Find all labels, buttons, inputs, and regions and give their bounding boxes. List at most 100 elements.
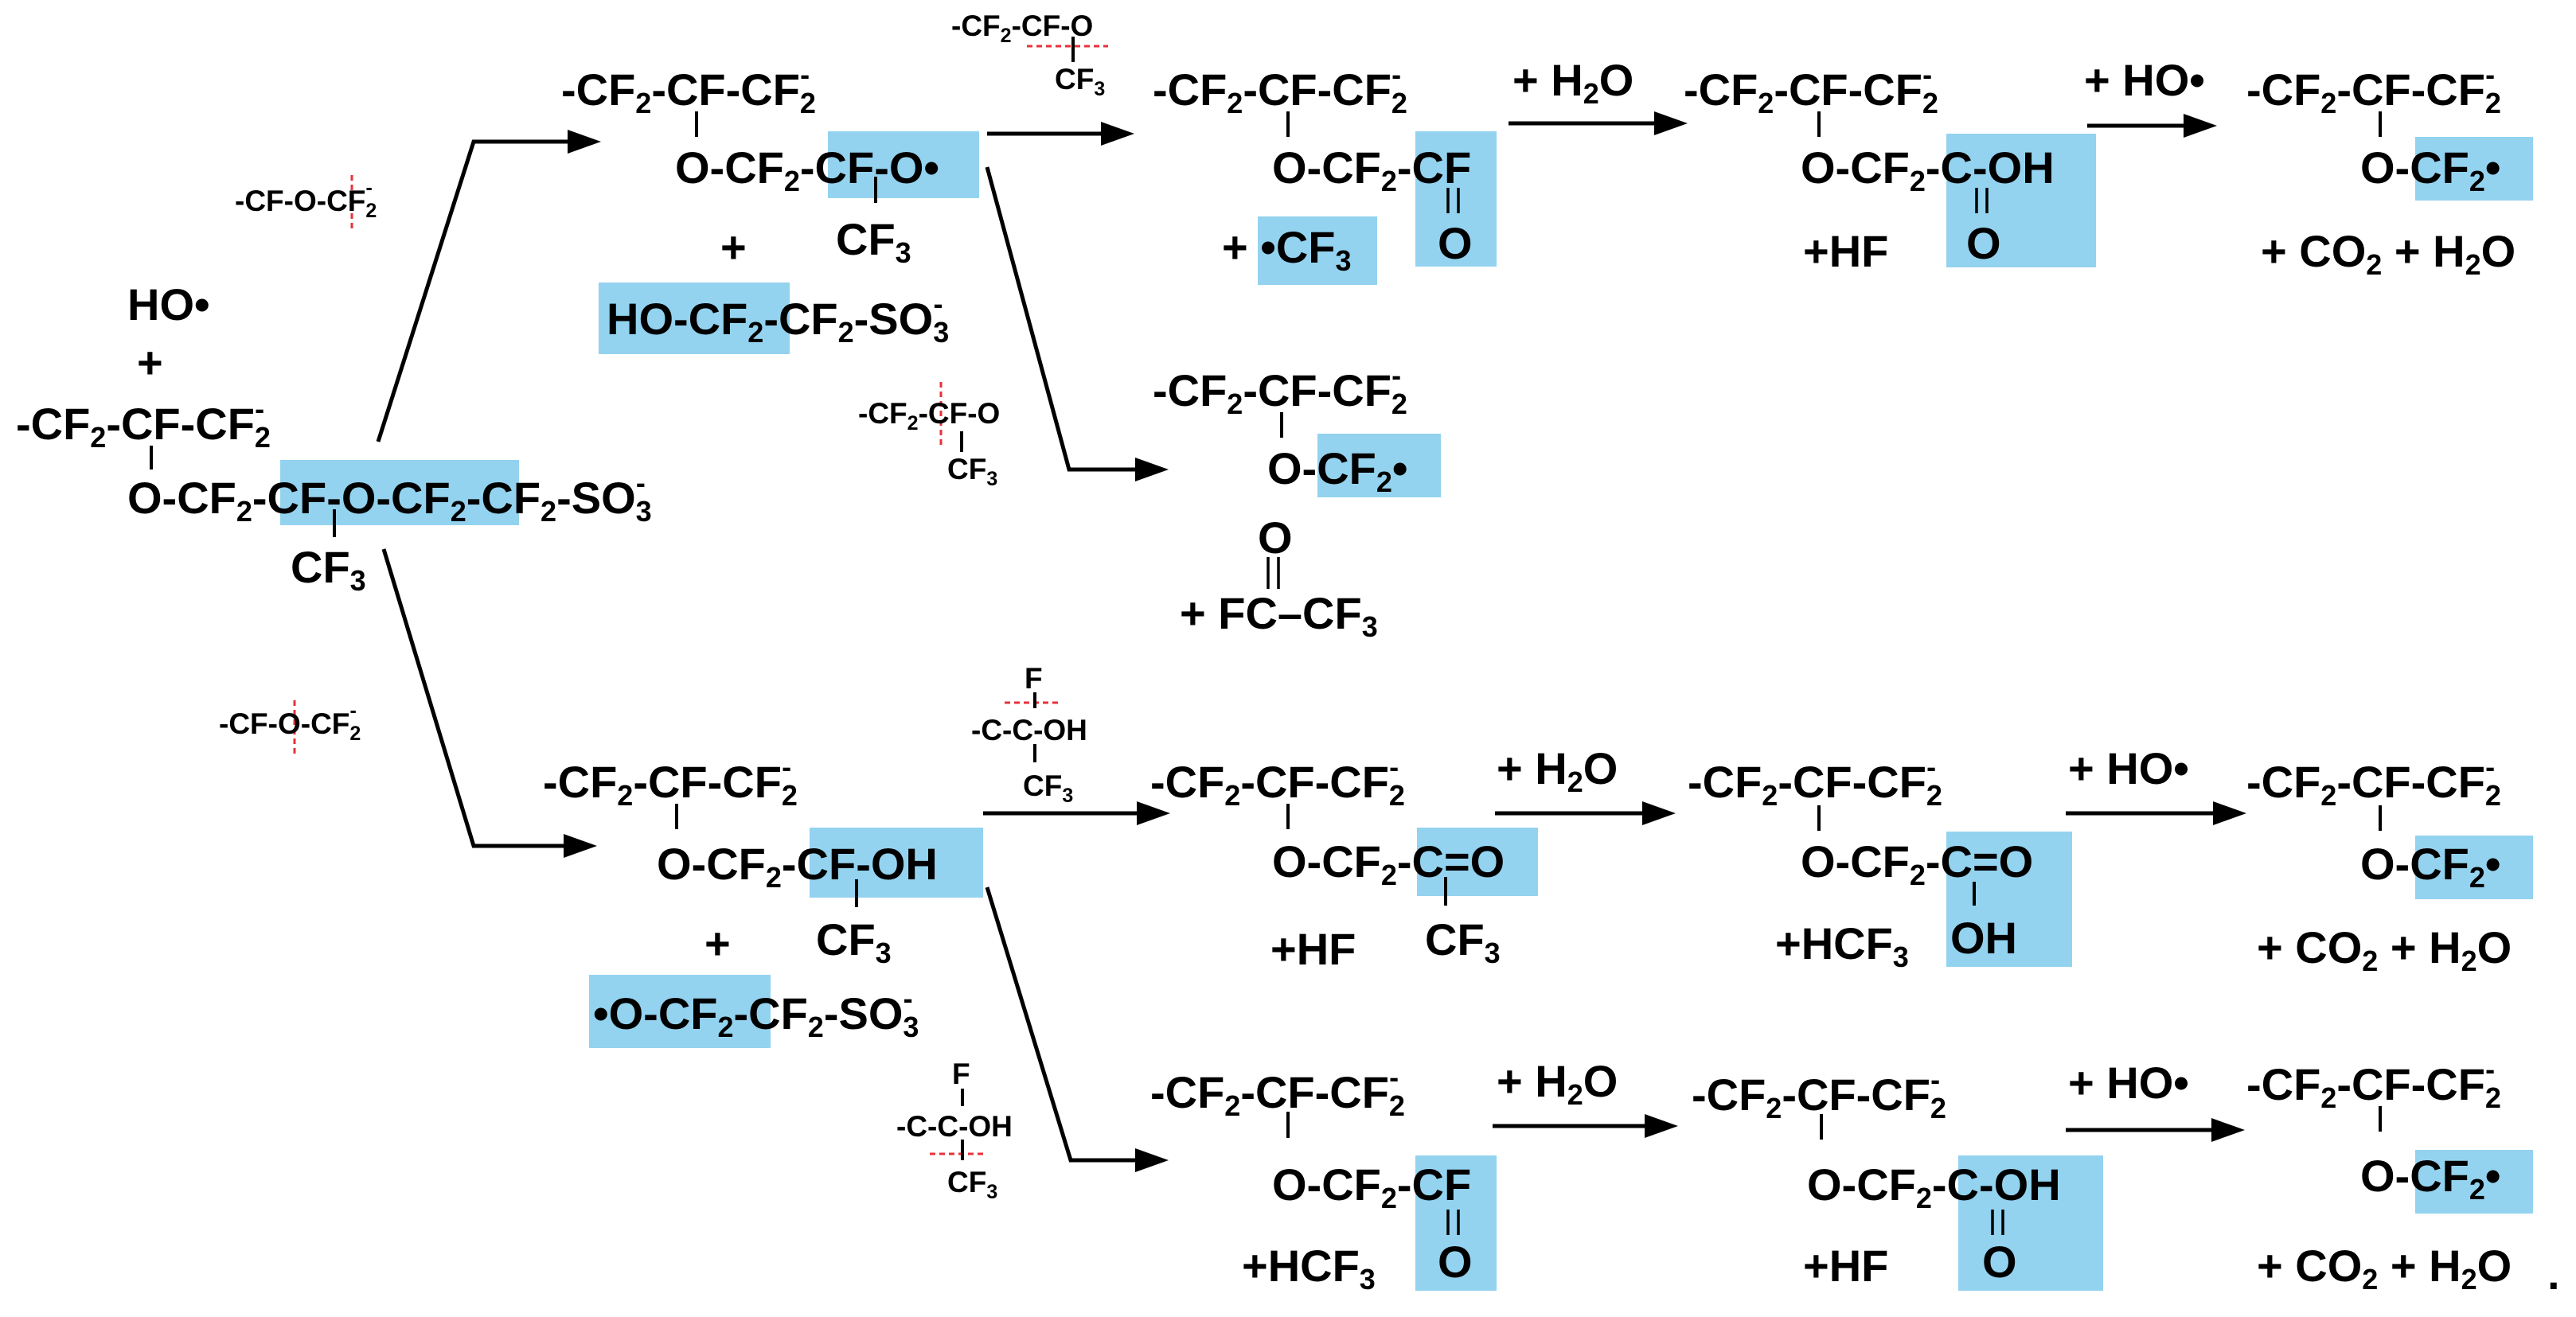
svg-text:O: O	[1982, 1237, 2017, 1287]
svg-text:O-CF2-C-OH: O-CF2-C-OH	[1801, 142, 2055, 197]
acid-product: + H2O -CF2-CF-CF2- O-CF2-C-OH O +HF	[1512, 55, 2055, 276]
svg-text:F: F	[1025, 662, 1043, 695]
highlight-boxes	[280, 131, 2533, 1291]
svg-text:-CF2-CF-CF2-: -CF2-CF-CF2-	[1153, 58, 1407, 119]
hl-acyl-group-2	[1415, 1155, 1497, 1291]
svg-text:O-CF2•: O-CF2•	[1267, 443, 1408, 498]
hl-acyl-group	[1415, 131, 1497, 267]
svg-text:O-CF2-CF: O-CF2-CF	[1272, 142, 1471, 197]
svg-text:O-CF2•: O-CF2•	[2360, 142, 2501, 197]
svg-text:F: F	[952, 1058, 970, 1090]
plus-sign: +	[704, 918, 731, 968]
terminal-period: .	[2547, 1249, 2560, 1299]
acyl-fluoride-product-2: -CF2-CF-CF2- O-CF2-CF O +HCF3	[1150, 1061, 1473, 1296]
svg-text:O-CF2-C=O: O-CF2-C=O	[1801, 836, 2033, 891]
svg-text:-CF2-CF-CF2-: -CF2-CF-CF2-	[561, 58, 816, 119]
hydroxyl-reagent: + HO•	[2068, 1058, 2189, 1108]
cut-label-d: F -C-C-OH CF3	[896, 1058, 1013, 1203]
cf3-radical-byproduct: + •CF3	[1222, 222, 1352, 277]
svg-text:-CF2-CF-O: -CF2-CF-O	[951, 10, 1093, 47]
cleavage-label-bottom: -CF-O-CF2-	[219, 699, 361, 745]
hl-acid-group	[1946, 134, 2096, 267]
svg-text:O: O	[1438, 218, 1473, 268]
svg-text:CF3: CF3	[836, 214, 911, 269]
svg-text:CF3: CF3	[947, 1166, 997, 1203]
hf-byproduct: +HF	[1270, 924, 1356, 974]
arrow-upper-to-alt	[985, 166, 1137, 472]
hl-upper-alkoxy	[828, 131, 979, 198]
final-product-3: + HO• -CF2-CF-CF2- O-CF2• + CO2 + H2O .	[2068, 1053, 2560, 1299]
start-line3: CF3	[291, 542, 366, 597]
trifluoroacetyl-fluoride: + FC–CF3	[1180, 588, 1378, 643]
svg-text:-CF2-CF-CF2-: -CF2-CF-CF2-	[1692, 1063, 1946, 1124]
hydroxyl-radical: HO•	[127, 279, 210, 329]
ketone-product: -CF2-CF-CF2- O-CF2-C=O CF3 +HF	[1150, 750, 1505, 974]
cut-label-a: -CF2-CF-O CF3	[951, 10, 1105, 100]
hf-byproduct: +HF	[1803, 226, 1888, 276]
hl-lower-coproduct	[589, 975, 771, 1048]
final-product-1: + HO• -CF2-CF-CF2- O-CF2• + CO2 + H2O	[2084, 55, 2516, 281]
hl-final-radical-2	[2415, 836, 2533, 899]
arrow-start-to-lower	[381, 548, 565, 848]
cut-label-b: -CF2-CF-O CF3	[858, 397, 1000, 490]
plus-sign: +	[720, 222, 747, 272]
svg-text:O-CF2-CF-O•: O-CF2-CF-O•	[675, 142, 939, 197]
final-product-2: + HO• -CF2-CF-CF2- O-CF2• + CO2 + H2O	[2068, 743, 2512, 977]
svg-text:-CF2-CF-CF2-: -CF2-CF-CF2-	[1153, 359, 1407, 420]
water-reagent: + H2O	[1512, 55, 1633, 110]
svg-text:O-CF2-C-OH: O-CF2-C-OH	[1807, 1159, 2061, 1214]
svg-text:O-CF2-CF-OH: O-CF2-CF-OH	[657, 839, 938, 894]
co2-h2o-byproduct: + CO2 + H2O	[2257, 1241, 2512, 1296]
alt-radical-product: -CF2-CF-CF2- O-CF2• O + FC–CF3	[1153, 359, 1408, 643]
svg-text:CF3: CF3	[1055, 63, 1105, 100]
svg-text:O-CF2-CF: O-CF2-CF	[1272, 1159, 1471, 1214]
arrow-start-to-upper	[376, 139, 569, 442]
upper-intermediate: -CF2-CF-CF2- O-CF2-CF-O• CF3 + HO-CF2-CF…	[561, 58, 949, 349]
cleavage-label-top: -CF-O-CF2-	[235, 177, 377, 222]
svg-text:-CF2-CF-CF2-: -CF2-CF-CF2-	[2246, 750, 2501, 812]
cut-label-c: F -C-C-OH CF3	[971, 662, 1087, 807]
start-line2: O-CF2-CF-O-CF2-CF2-SO3-	[127, 466, 652, 528]
svg-text:CF3: CF3	[1023, 770, 1073, 807]
hl-ketone-group	[1417, 828, 1538, 896]
hl-cf3-radical	[1258, 216, 1377, 285]
hydroxyl-reagent: + HO•	[2068, 743, 2189, 793]
svg-text:-CF2-CF-CF2-: -CF2-CF-CF2-	[1150, 750, 1405, 812]
hf-byproduct: +HF	[1803, 1241, 1888, 1291]
svg-text:O-CF2•: O-CF2•	[2360, 839, 2501, 894]
bonds	[150, 111, 2382, 1235]
hcf3-byproduct: +HCF3	[1775, 918, 1909, 973]
hl-final-radical-1	[2415, 137, 2533, 201]
water-reagent: + H2O	[1497, 743, 1618, 798]
svg-text:-C-C-OH: -C-C-OH	[896, 1110, 1013, 1143]
co2-h2o-byproduct: + CO2 + H2O	[2257, 922, 2512, 977]
svg-text:-C-C-OH: -C-C-OH	[971, 714, 1087, 746]
start-line1: -CF2-CF-CF2-	[16, 392, 271, 454]
arrow-lower-to-acyl2	[985, 886, 1137, 1163]
svg-text:O-CF2-C=O: O-CF2-C=O	[1272, 836, 1505, 891]
water-reagent: + H2O	[1497, 1056, 1618, 1111]
starting-material: HO• + -CF2-CF-CF2- O-CF2-CF-O-CF2-CF2-SO…	[16, 279, 652, 597]
hl-alt-radical	[1317, 434, 1441, 497]
hl-acid-group-2	[1946, 832, 2072, 967]
reaction-arrows	[376, 111, 2246, 1172]
hl-upper-coproduct	[599, 282, 790, 354]
svg-text:O-CF2•: O-CF2•	[2360, 1151, 2501, 1206]
hl-start-ether	[280, 460, 519, 525]
hl-acid-group-3	[1958, 1155, 2103, 1291]
svg-text:-CF2-CF-CF2-: -CF2-CF-CF2-	[2246, 58, 2501, 119]
svg-text:CF3: CF3	[947, 453, 997, 490]
svg-text:-CF2-CF-CF2-: -CF2-CF-CF2-	[1150, 1061, 1405, 1122]
svg-text:-CF2-CF-CF2-: -CF2-CF-CF2-	[1684, 58, 1938, 119]
acid-product-2: + H2O -CF2-CF-CF2- O-CF2-C-OH O +HF	[1497, 1056, 2061, 1291]
lower-coproduct: •O-CF2-CF2-SO3-	[593, 982, 919, 1043]
svg-text:O: O	[1438, 1237, 1473, 1287]
svg-text:CF3: CF3	[1425, 914, 1501, 969]
svg-text:OH: OH	[1950, 913, 2017, 963]
acyl-fluoride-product: -CF2-CF-CF2- O-CF2-CF O + •CF3	[1153, 58, 1473, 277]
svg-text:-CF2-CF-CF2-: -CF2-CF-CF2-	[1688, 750, 1942, 812]
svg-text:-CF2-CF-O: -CF2-CF-O	[858, 397, 1000, 434]
upper-coproduct: HO-CF2-CF2-SO3-	[607, 287, 949, 349]
